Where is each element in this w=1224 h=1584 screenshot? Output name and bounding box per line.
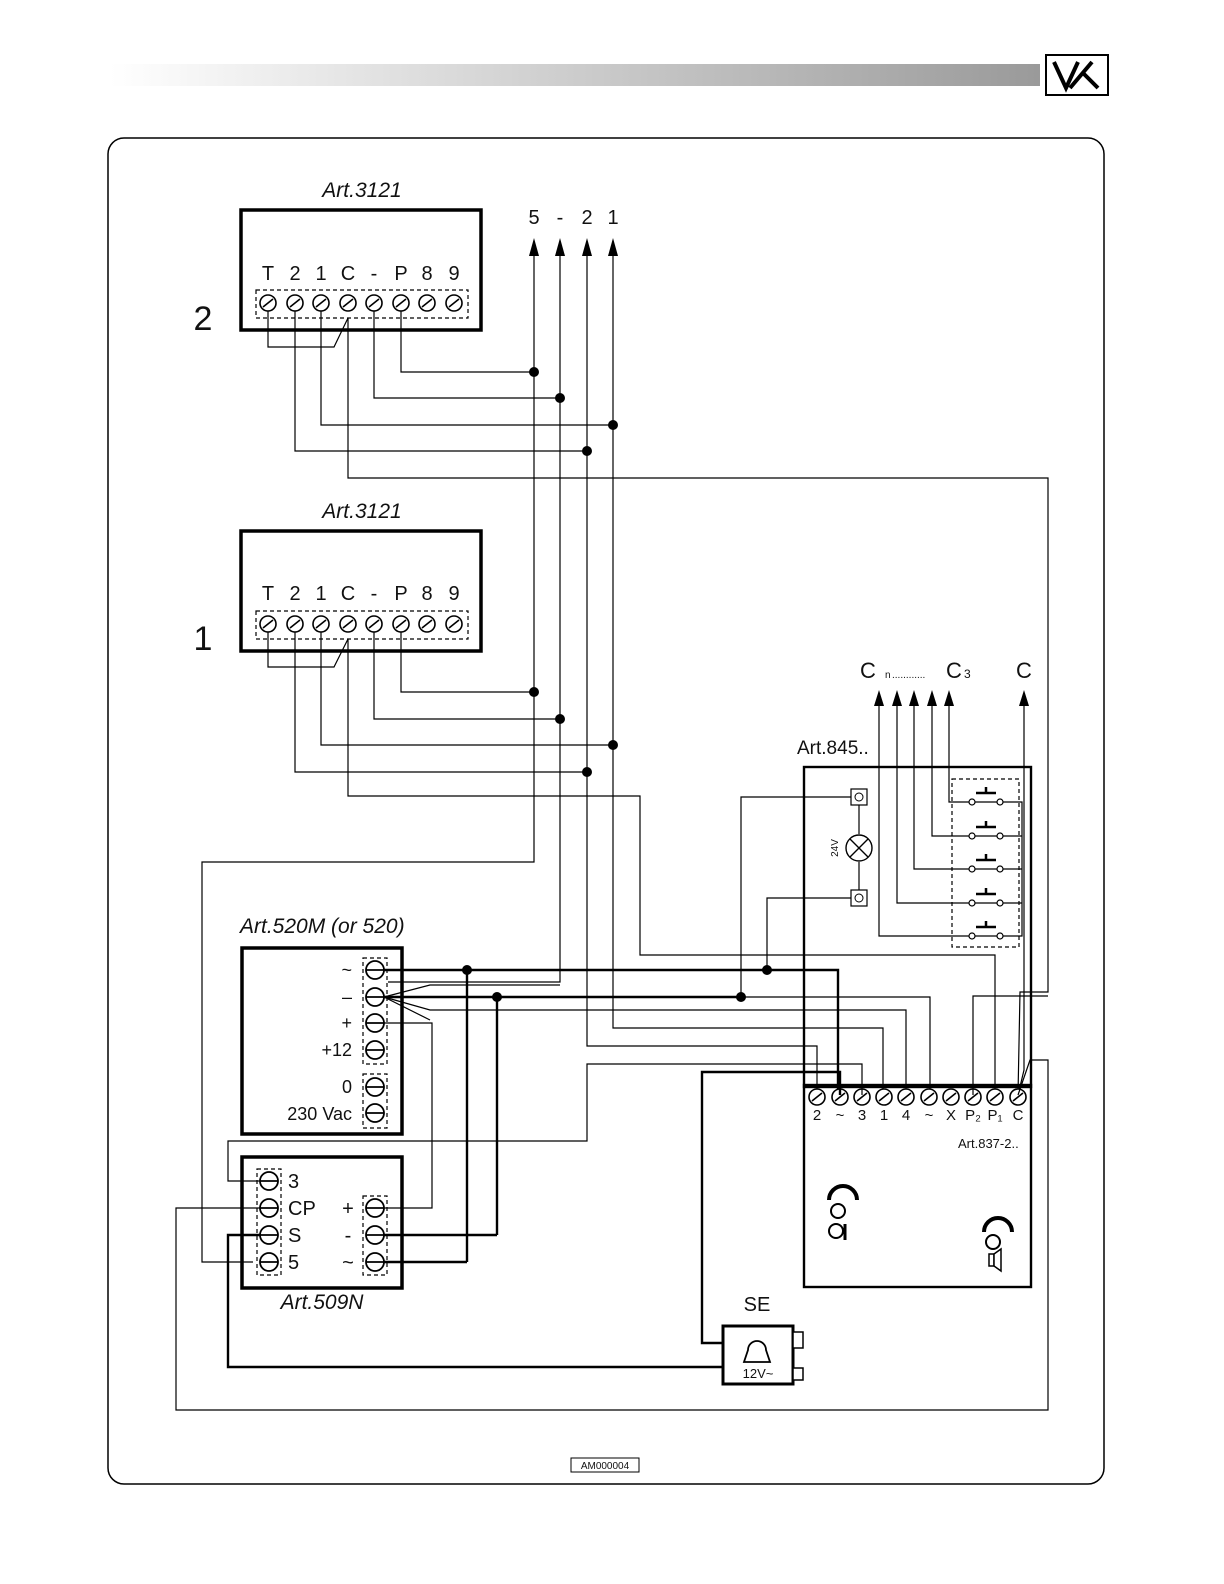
svg-text:3: 3 — [288, 1171, 299, 1193]
svg-text:P: P — [394, 263, 407, 285]
svg-text:C: C — [946, 658, 962, 683]
svg-text:8: 8 — [421, 583, 432, 605]
svg-text:S: S — [288, 1225, 301, 1247]
panel-top-terminal-labels: T 2 1 C - P 8 9 — [262, 263, 460, 285]
psu-terminal-labels: ~ – + +12 0 230 Vac — [287, 960, 352, 1124]
svg-text:-: - — [557, 207, 564, 229]
svg-text:3: 3 — [964, 667, 971, 681]
lamp-feed-wires — [741, 797, 851, 997]
svg-text:n: n — [885, 670, 891, 681]
company-logo — [1046, 55, 1108, 95]
svg-text:C: C — [341, 583, 355, 605]
riser-labels: 5 - 2 1 — [528, 207, 618, 229]
panel-bottom-article: Art.3121 — [320, 500, 401, 523]
psu-label: Art.520M (or 520) — [238, 915, 405, 938]
svg-text:+: + — [341, 1013, 352, 1033]
art509-right-labels: + - ~ — [342, 1198, 354, 1274]
art509-left-screws — [260, 1172, 278, 1271]
lock-label: SE — [744, 1294, 771, 1316]
panel-bottom-terminal-screws — [260, 616, 462, 632]
panel-top-box — [241, 210, 481, 330]
svg-text:2: 2 — [289, 263, 300, 285]
art845-lamp: 24V — [830, 789, 872, 906]
svg-text:X: X — [946, 1107, 956, 1124]
svg-text:2: 2 — [289, 583, 300, 605]
panel-bottom-number: 1 — [194, 620, 213, 658]
svg-text:T: T — [262, 583, 274, 605]
svg-text:C: C — [1013, 1107, 1024, 1124]
psu-terminal-screws — [366, 961, 384, 1122]
art845-label: Art.845.. — [797, 738, 869, 759]
svg-text:C: C — [1016, 658, 1032, 683]
art837-p2-wire — [973, 996, 1048, 1095]
art837-label: Art.837-2.. — [958, 1136, 1019, 1151]
riser-junctions — [529, 367, 618, 777]
svg-text:1: 1 — [315, 263, 326, 285]
svg-text:2: 2 — [581, 207, 592, 229]
svg-text:-: - — [371, 583, 378, 605]
svg-text:~: ~ — [925, 1107, 934, 1124]
header-gradient-bar — [110, 64, 1040, 86]
panel-top-terminal-screws — [260, 295, 462, 311]
svg-text:230 Vac: 230 Vac — [287, 1104, 352, 1124]
svg-text:1: 1 — [880, 1107, 888, 1124]
svg-text:–: – — [342, 987, 352, 1007]
svg-text:5: 5 — [288, 1252, 299, 1274]
svg-text:0: 0 — [342, 1077, 352, 1097]
call-labels: C n ............ C 3 C — [860, 658, 1032, 683]
svg-text:............: ............ — [892, 670, 925, 681]
mic-adjust-icon — [829, 1186, 857, 1240]
lamp-voltage: 24V — [830, 839, 841, 857]
panel-bottom-terminal-labels: T 2 1 C - P 8 9 — [262, 583, 460, 605]
svg-text:P: P — [394, 583, 407, 605]
svg-text:-: - — [371, 263, 378, 285]
art509-label: Art.509N — [279, 1291, 365, 1314]
svg-text:T: T — [262, 263, 274, 285]
panel-top-number: 2 — [194, 300, 213, 338]
svg-text:~: ~ — [341, 960, 352, 980]
svg-text:P₁: P₁ — [987, 1107, 1002, 1124]
svg-text:9: 9 — [448, 583, 459, 605]
svg-text:1: 1 — [315, 583, 326, 605]
svg-text:CP: CP — [288, 1198, 316, 1220]
panel-top-article: Art.3121 — [320, 179, 401, 202]
art837-terminal-screws — [809, 1089, 1026, 1105]
art509-left-labels: 3 CP S 5 — [288, 1171, 316, 1274]
svg-text:+: + — [342, 1198, 354, 1220]
svg-text:9: 9 — [448, 263, 459, 285]
call-arrows — [874, 690, 1029, 706]
riser-arrows — [529, 238, 618, 256]
svg-text:-: - — [345, 1225, 352, 1247]
svg-text:1: 1 — [607, 207, 618, 229]
panel-bottom-box — [241, 531, 481, 651]
speaker-adjust-icon — [984, 1218, 1012, 1271]
drawing-code: AM000004 — [581, 1461, 630, 1472]
art845-pushbuttons — [952, 779, 1022, 947]
svg-text:4: 4 — [902, 1107, 910, 1124]
svg-text:C: C — [341, 263, 355, 285]
svg-text:3: 3 — [858, 1107, 866, 1124]
art837-terminal-labels: 2 ~ 3 1 4 ~ X P₂ P₁ C — [813, 1107, 1024, 1124]
electric-lock: 12V~ — [723, 1326, 803, 1384]
svg-text:C: C — [860, 658, 876, 683]
svg-text:2: 2 — [813, 1107, 821, 1124]
art509-right-screws — [366, 1199, 384, 1271]
svg-text:P₂: P₂ — [965, 1107, 981, 1124]
lock-voltage: 12V~ — [743, 1366, 774, 1381]
svg-text:5: 5 — [528, 207, 539, 229]
diagram-frame — [108, 138, 1104, 1484]
psu-wiring — [384, 965, 930, 1262]
svg-text:~: ~ — [342, 1252, 354, 1274]
svg-text:8: 8 — [421, 263, 432, 285]
svg-text:~: ~ — [836, 1107, 845, 1124]
svg-text:+12: +12 — [321, 1040, 352, 1060]
